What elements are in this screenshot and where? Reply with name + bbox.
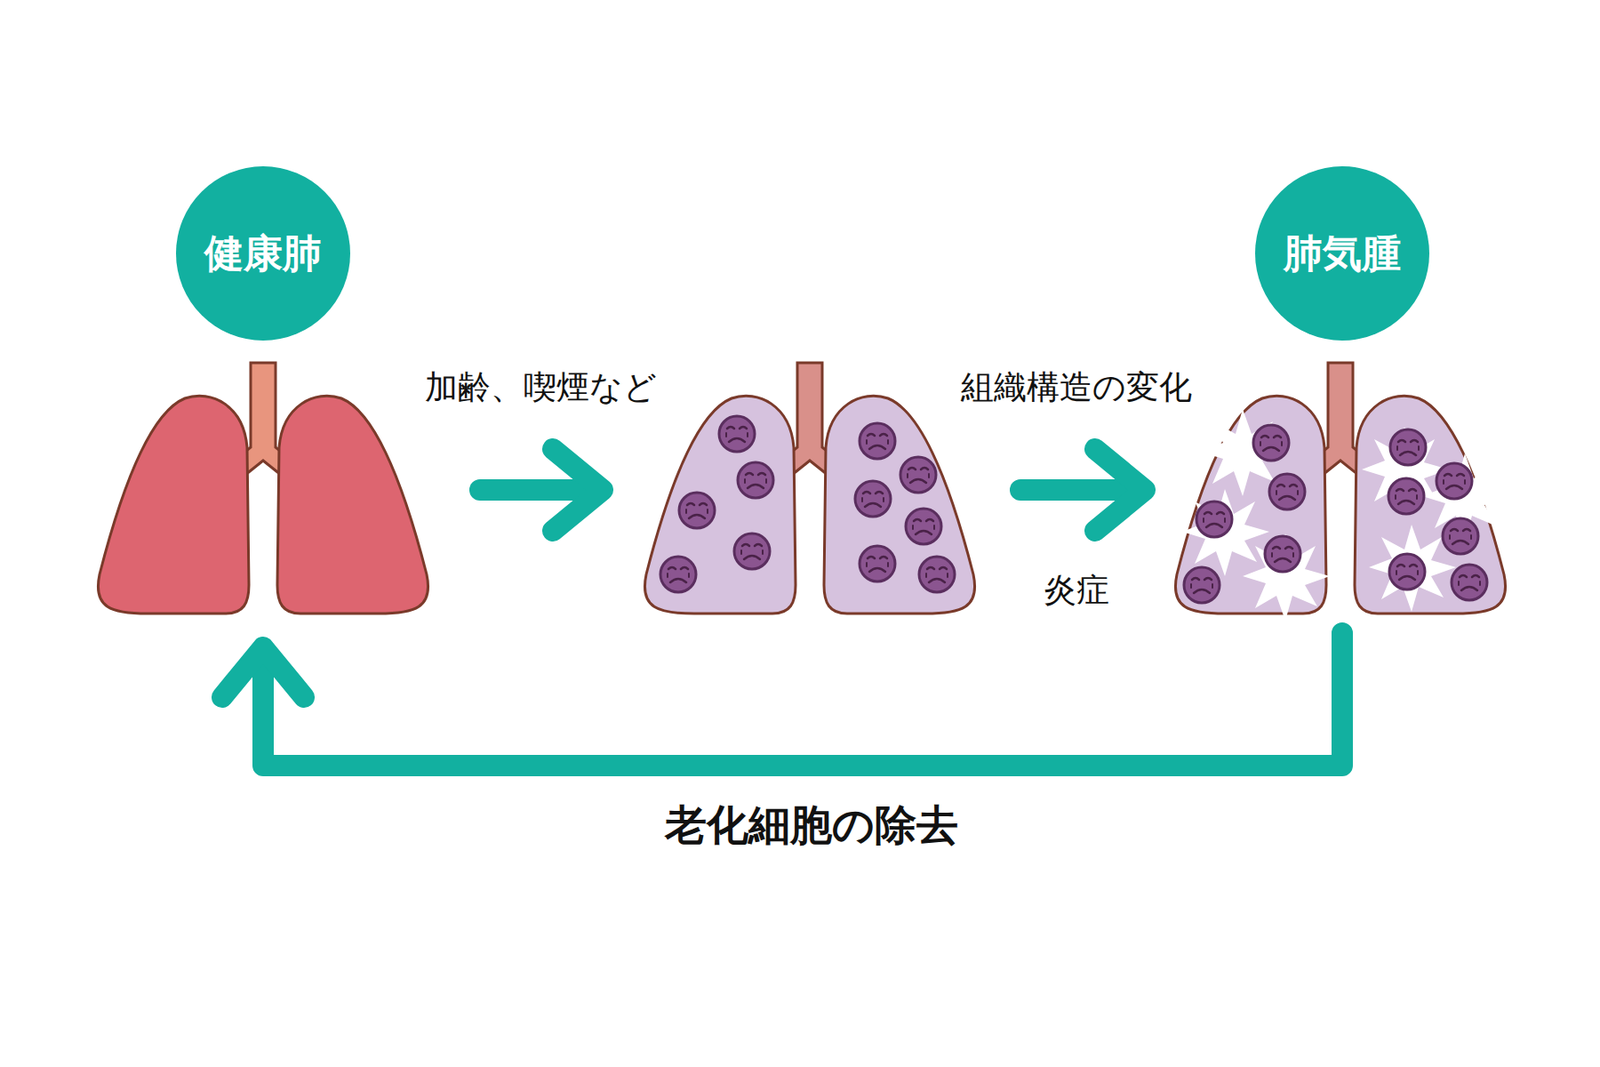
healthy-lung [97,362,428,614]
circle-title: 肺気腫 [1283,227,1401,280]
title-circle: 健康肺 [176,166,351,341]
aged-lung [644,362,975,614]
emphysema-lung [1175,362,1510,621]
loop-label: 老化細胞の除去 [664,797,959,854]
circle-title: 健康肺 [204,227,322,280]
flow-arrow [480,448,1145,531]
step-label: 組織構造の変化 [960,365,1192,410]
step-label: 加齢、喫煙など [424,365,657,410]
step-label: 炎症 [1043,568,1110,613]
title-circle: 肺気腫 [1255,166,1430,341]
return-arrow [222,632,1343,766]
